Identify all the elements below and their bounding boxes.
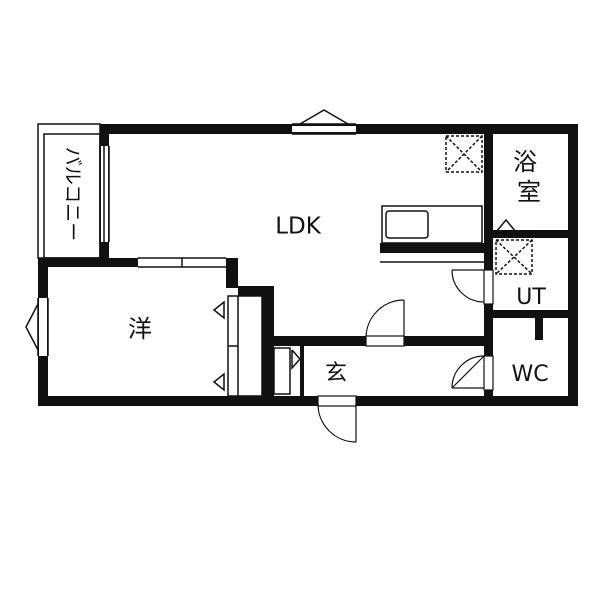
toilet-label: WC bbox=[511, 362, 548, 387]
ldk-door bbox=[365, 299, 405, 347]
kitchen-counter bbox=[381, 205, 483, 244]
outer-walls bbox=[38, 124, 578, 406]
bath-label: 浴 室 bbox=[513, 148, 545, 206]
western-left-window bbox=[25, 298, 49, 356]
entrance-label: 玄 bbox=[325, 361, 347, 386]
pipe-shaft-ut bbox=[495, 239, 533, 275]
balcony-label: バルコニー bbox=[62, 147, 84, 242]
wc-door bbox=[451, 355, 494, 391]
western-room-label: 洋 bbox=[128, 315, 152, 343]
top-window bbox=[292, 109, 356, 135]
balcony: バルコニー bbox=[37, 123, 110, 259]
bath-label-char: 浴 bbox=[513, 148, 537, 176]
shoe-cabinet bbox=[273, 347, 302, 395]
bath-label-char: 室 bbox=[517, 178, 541, 206]
utility-label: UT bbox=[516, 285, 546, 310]
pipe-shaft-ldk bbox=[445, 135, 483, 173]
entrance-door bbox=[317, 395, 357, 443]
ut-door bbox=[451, 269, 494, 305]
bath-door-mark bbox=[495, 218, 517, 233]
western-closet bbox=[212, 295, 263, 397]
western-top-window bbox=[138, 257, 226, 268]
ldk-label: LDK bbox=[275, 214, 322, 240]
